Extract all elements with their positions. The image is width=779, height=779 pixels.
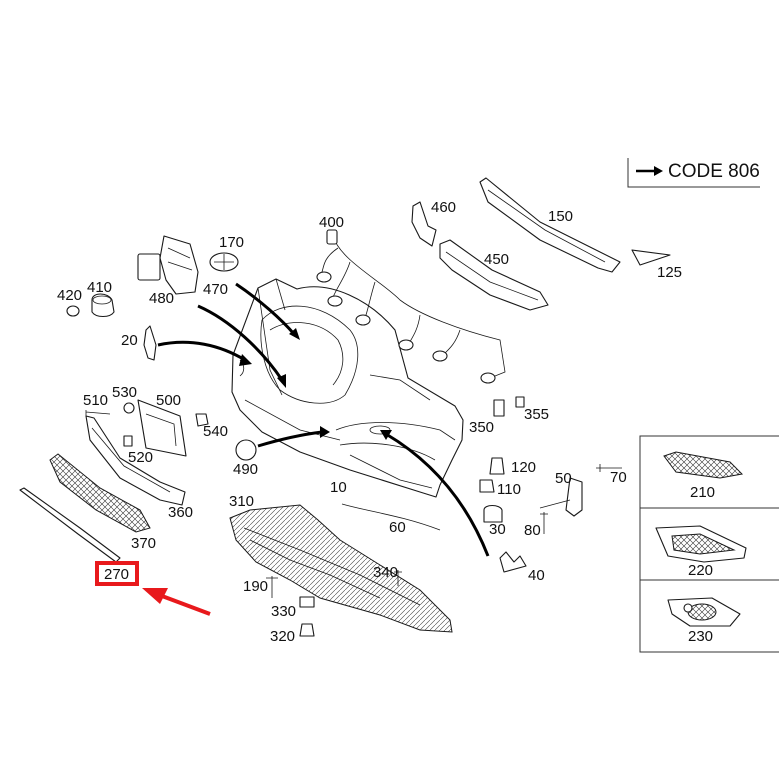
label-340: 340	[373, 564, 398, 581]
part-500	[137, 399, 187, 457]
code-legend-text: CODE 806	[668, 161, 760, 182]
label-500: 500	[156, 392, 181, 409]
part-410	[91, 293, 115, 318]
part-360	[85, 415, 186, 506]
label-410: 410	[87, 279, 112, 296]
label-320: 320	[270, 628, 295, 645]
label-420: 420	[57, 287, 82, 304]
part-270	[19, 487, 121, 563]
label-510: 510	[83, 392, 108, 409]
part-80	[540, 512, 548, 534]
part-150	[479, 177, 621, 273]
part-340	[394, 570, 402, 586]
label-40: 40	[528, 567, 545, 584]
highlight-box-270: 270	[95, 561, 139, 586]
label-270: 270	[104, 566, 129, 583]
label-480: 480	[149, 290, 174, 307]
part-60	[341, 503, 441, 531]
label-540: 540	[203, 423, 228, 440]
part-220	[655, 525, 747, 563]
part-40	[499, 551, 527, 573]
part-230	[667, 597, 741, 627]
label-110: 110	[497, 481, 521, 498]
part-50	[539, 477, 583, 517]
part-480	[137, 235, 199, 295]
label-190: 190	[243, 578, 268, 595]
inset-panels	[639, 435, 779, 653]
part-355	[515, 396, 525, 408]
part-190	[266, 576, 278, 598]
label-530: 530	[112, 384, 137, 401]
part-70	[596, 464, 622, 472]
part-110	[479, 479, 495, 493]
label-50: 50	[555, 470, 572, 487]
label-470: 470	[203, 281, 228, 298]
part-320	[299, 623, 315, 637]
part-530	[123, 402, 135, 414]
part-120	[489, 457, 505, 475]
part-460	[411, 201, 437, 247]
label-450: 450	[484, 251, 509, 268]
label-120: 120	[511, 459, 536, 476]
part-20	[143, 325, 157, 361]
label-210: 210	[690, 484, 715, 501]
label-460: 460	[431, 199, 456, 216]
label-520: 520	[128, 449, 153, 466]
part-330	[299, 596, 315, 608]
label-30: 30	[489, 521, 506, 538]
label-150: 150	[548, 208, 573, 225]
label-60: 60	[389, 519, 406, 536]
highlight-arrow	[142, 588, 211, 616]
label-370: 370	[131, 535, 156, 552]
part-450	[439, 239, 549, 311]
code-legend: CODE 806	[627, 158, 760, 188]
part-490	[235, 439, 257, 461]
part-520	[123, 435, 133, 447]
part-350	[493, 399, 505, 417]
leader-arrows	[157, 282, 490, 557]
label-400: 400	[319, 214, 344, 231]
part-30	[483, 504, 503, 523]
part-540	[195, 413, 209, 427]
label-125: 125	[657, 264, 682, 281]
label-20: 20	[121, 332, 138, 349]
label-360: 360	[168, 504, 193, 521]
part-125	[631, 249, 671, 266]
label-170: 170	[219, 234, 244, 251]
label-310: 310	[229, 493, 254, 510]
label-355: 355	[524, 406, 549, 423]
label-70: 70	[610, 469, 627, 486]
part-510	[85, 410, 111, 416]
label-80: 80	[524, 522, 541, 539]
label-220: 220	[688, 562, 713, 579]
part-labels: 10 20 30 40 50 60 70 80 110 120 125 150 …	[57, 199, 715, 645]
label-10: 10	[330, 479, 347, 496]
label-330: 330	[271, 603, 296, 620]
label-490: 490	[233, 461, 258, 478]
part-400	[316, 229, 506, 384]
part-310	[229, 504, 453, 633]
label-350: 350	[469, 419, 494, 436]
label-230: 230	[688, 628, 713, 645]
part-420	[66, 305, 80, 317]
part-370	[49, 453, 151, 533]
part-210	[663, 451, 744, 479]
